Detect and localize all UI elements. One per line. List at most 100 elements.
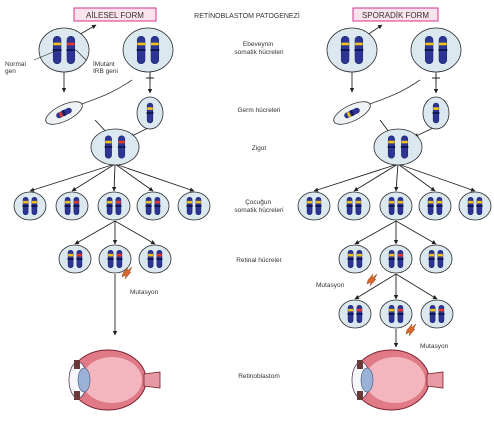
normal-gene-band: [151, 42, 159, 46]
cell-membrane: [338, 299, 372, 329]
centromere: [427, 205, 434, 207]
right-zygote-to-child-arrow-1: [313, 163, 399, 192]
right-mutation-lightning-lower: [405, 323, 417, 337]
centromere: [115, 205, 122, 207]
normal-gene-band: [187, 200, 193, 204]
left-retinoblastoma-eye: [68, 349, 161, 411]
normal-gene-band: [347, 200, 353, 204]
centromere: [400, 146, 409, 148]
mutation-label-right-lower: Mutasyon: [420, 343, 449, 350]
left-child-to-retinal-arrow-3: [114, 220, 156, 245]
right-child-somatic-cell-5: [458, 191, 492, 221]
mutant-gene-band: [116, 253, 122, 257]
normal-gene-band: [389, 253, 395, 257]
centromere: [150, 49, 160, 51]
normal-gene-band: [315, 200, 321, 204]
cell-membrane: [379, 299, 413, 329]
eye-vitreous: [82, 357, 142, 403]
normal-gene-band: [195, 200, 201, 204]
cell-membrane: [13, 191, 47, 221]
centromere: [432, 112, 440, 114]
right-mutation-lightning-upper: [366, 273, 378, 287]
right-retinal-daughter-cell-1: [338, 299, 372, 329]
mutant-gene-band: [76, 253, 82, 257]
cell-membrane: [97, 191, 131, 221]
eye-lens: [360, 367, 374, 393]
normal-gene-band: [53, 42, 61, 46]
centromere: [438, 313, 445, 315]
centromere: [437, 258, 444, 260]
stage-label-child-line2: somatik hücreleri: [234, 207, 283, 214]
cell-membrane: [458, 191, 492, 221]
normal-gene-band: [23, 200, 29, 204]
centromere: [387, 146, 396, 148]
left-zygote-to-child-arrow-2: [71, 163, 116, 192]
arrows-layer: [29, 24, 476, 348]
right-retinal-daughter-cell-2: [379, 299, 413, 329]
centromere: [64, 205, 71, 207]
left-zygote-to-child-arrow-1: [29, 163, 116, 192]
normal-gene-band: [437, 253, 443, 257]
right-zygote-to-child-arrow-4: [397, 163, 436, 192]
right-child-somatic-cell-1: [297, 191, 331, 221]
cell-membrane: [90, 128, 140, 166]
mutant-gene-band: [115, 200, 121, 204]
left-child-somatic-cell-3: [97, 191, 131, 221]
centromere: [76, 258, 83, 260]
right-retinal-to-daughter-arrow-1: [354, 273, 397, 300]
normal-gene-band: [137, 42, 145, 46]
right-child-to-retinal-arrow-1: [354, 220, 397, 245]
normal-gene-band: [341, 42, 349, 46]
right-form-label-box: SPORADİK FORM: [352, 7, 439, 22]
right-retinal-daughter-cell-3: [420, 299, 454, 329]
left-zygote-to-child-arrow-5: [114, 163, 195, 192]
centromere: [424, 49, 434, 51]
cell-membrane: [379, 244, 413, 274]
mutant-gen-label-line2: IRB geni: [93, 68, 118, 75]
stage-label-zygote: Zigot: [252, 145, 267, 152]
centromere: [22, 205, 29, 207]
cell-membrane: [326, 27, 378, 73]
left-child-to-retinal-arrow-1: [74, 220, 116, 245]
centromere: [356, 313, 363, 315]
normal-gen-label-line2: gen: [5, 68, 16, 75]
mutant-gene-band: [156, 253, 162, 257]
centromere: [476, 205, 483, 207]
eye-iris-bottom: [357, 391, 363, 400]
eye-iris-bottom: [74, 391, 80, 400]
right-parent-cell-2: [410, 27, 462, 73]
left-child-somatic-cell-2: [55, 191, 89, 221]
mutant-gene-band: [154, 200, 160, 204]
right-egg-to-zygote-arrow: [413, 127, 434, 138]
left-egg-cell: [136, 96, 164, 130]
centromere: [136, 49, 146, 51]
cell-membrane: [338, 244, 372, 274]
cell-membrane: [373, 128, 423, 166]
centromere: [31, 205, 38, 207]
normal-gen-pointer: [33, 49, 59, 61]
mutant-gen-pointer: [75, 49, 87, 61]
normal-gene-band: [476, 200, 482, 204]
mutant-gene-band: [67, 42, 75, 46]
left-retinal-cell-3: [138, 244, 172, 274]
cells-layer: [13, 27, 492, 411]
stage-label-parents: Ebeveynin somatik hücreleri: [234, 41, 283, 56]
normal-gene-band: [107, 200, 113, 204]
mutant-gen-label: İMutant IRB geni: [93, 59, 118, 75]
mutant-gen-label-line1: İMutant: [93, 59, 115, 68]
cell-membrane: [136, 191, 170, 221]
normal-gene-band: [401, 140, 408, 144]
right-zygote-to-child-arrow-2: [353, 163, 399, 192]
right-retinal-to-daughter-arrow-3: [395, 273, 438, 300]
normal-gene-band: [468, 200, 474, 204]
centromere: [388, 313, 395, 315]
right-zygote: [373, 128, 423, 166]
sperm-chromosome: [56, 107, 72, 119]
centromere: [347, 313, 354, 315]
normal-gene-band: [433, 107, 439, 110]
normal-gene-band: [389, 308, 395, 312]
normal-gen-label: Normal gen: [5, 61, 28, 75]
centromere: [347, 258, 354, 260]
left-sperm: [45, 79, 133, 125]
